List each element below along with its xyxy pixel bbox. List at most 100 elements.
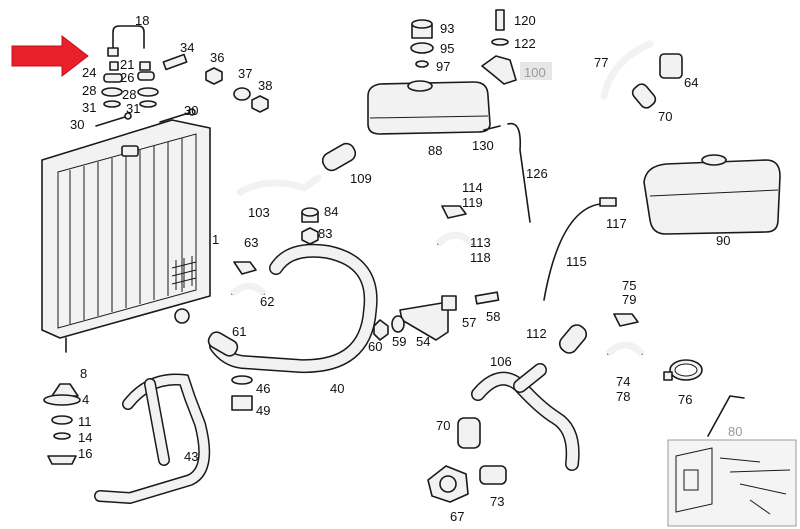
label-24: 24: [82, 65, 96, 80]
label-58: 58: [486, 309, 500, 324]
label-34: 34: [180, 40, 194, 55]
label-62: 62: [260, 294, 274, 309]
label-84: 84: [324, 204, 338, 219]
part-61-hose: [207, 331, 239, 357]
label-67: 67: [450, 509, 464, 524]
label-74: 74: [616, 374, 630, 389]
label-75: 75: [622, 278, 636, 293]
part-109-hose: [321, 142, 357, 172]
label-115: 115: [566, 254, 587, 269]
red-arrow-icon: [11, 34, 89, 78]
label-8: 8: [80, 366, 87, 381]
part-40-hose: [209, 243, 378, 374]
parts-34-38-fasteners: [162, 53, 269, 113]
parts-54-60-bracket: [373, 291, 500, 341]
label-114: 114: [462, 180, 483, 195]
label-49: 49: [256, 403, 270, 418]
parts-126-130-pipes: [483, 122, 531, 223]
part-106-hose: [471, 363, 580, 471]
label-103: 103: [248, 205, 270, 220]
label-4: 4: [82, 392, 89, 407]
label-119: 119: [462, 195, 483, 210]
parts-62-63-clamps: [229, 261, 267, 297]
label-21: 21: [120, 57, 134, 72]
label-63: 63: [244, 235, 258, 250]
label-79: 79: [622, 292, 636, 307]
label-109: 109: [350, 171, 372, 186]
label-73: 73: [490, 494, 504, 509]
label-120: 120: [514, 13, 536, 28]
label-118: 118: [470, 250, 491, 265]
label-97: 97: [436, 59, 450, 74]
part-76-clamp: [663, 359, 703, 381]
label-83: 83: [318, 226, 332, 241]
label-122: 122: [514, 36, 536, 51]
label-100: 100: [524, 65, 546, 80]
part-112-hose: [558, 324, 588, 354]
label-1: 1: [212, 232, 219, 247]
label-31-left: 31: [82, 100, 96, 115]
label-117: 117: [606, 216, 627, 231]
parts-115-117-pipe: [543, 197, 617, 301]
label-37: 37: [238, 66, 252, 81]
part-18-u-bolt: [107, 25, 145, 57]
label-90: 90: [716, 233, 730, 248]
inset-thumbnail-image[interactable]: [667, 395, 797, 527]
label-54: 54: [416, 334, 430, 349]
parts-93-97-caps: [410, 19, 434, 68]
label-64: 64: [684, 75, 698, 90]
label-28-right: 28: [122, 87, 136, 102]
part-103-hose: [236, 174, 322, 196]
label-43: 43: [184, 449, 198, 464]
label-38: 38: [258, 78, 272, 93]
label-59: 59: [392, 334, 406, 349]
label-76: 76: [678, 392, 692, 407]
label-16: 16: [78, 446, 92, 461]
label-106: 106: [490, 354, 512, 369]
label-60: 60: [368, 339, 382, 354]
parts-100-122: [481, 9, 517, 85]
part-1-radiator: [41, 119, 211, 353]
parts-74-79-clamps: [605, 313, 645, 357]
label-80: 80: [728, 424, 742, 439]
part-labels: 18 21 24 26 28 28 30 30 31 31 34 36 37 3…: [70, 13, 742, 524]
label-46: 46: [256, 381, 270, 396]
parts-67-73-lower: [427, 417, 507, 503]
label-31-right: 31: [126, 101, 140, 116]
label-26: 26: [120, 70, 134, 85]
label-57: 57: [462, 315, 476, 330]
parts-113-119-clamps: [435, 205, 475, 247]
parts-30-pins: [95, 108, 196, 127]
highlight-100: [520, 62, 552, 80]
parts-83-84-caps: [301, 207, 319, 245]
label-70-bottom: 70: [436, 418, 450, 433]
label-112: 112: [526, 326, 547, 341]
parts-21-31-stack: [101, 61, 159, 108]
label-93: 93: [440, 21, 454, 36]
label-77: 77: [594, 55, 608, 70]
parts-46-49: [231, 375, 253, 411]
label-88: 88: [428, 143, 442, 158]
label-130: 130: [472, 138, 494, 153]
label-11: 11: [78, 414, 92, 429]
part-88-reservoir: [367, 80, 491, 135]
label-36: 36: [210, 50, 224, 65]
label-30-left: 30: [70, 117, 84, 132]
part-43-pipe: [94, 373, 211, 505]
label-70-top: 70: [658, 109, 672, 124]
label-113: 113: [470, 235, 491, 250]
label-78: 78: [616, 389, 630, 404]
label-30-right: 30: [184, 103, 198, 118]
label-18: 18: [135, 13, 149, 28]
label-95: 95: [440, 41, 454, 56]
label-61: 61: [232, 324, 246, 339]
parts-64-77-top-right: [600, 40, 683, 109]
label-40: 40: [330, 381, 344, 396]
label-14: 14: [78, 430, 92, 445]
label-28-left: 28: [82, 83, 96, 98]
parts-4-16-mounts: [43, 383, 81, 465]
part-90-tank: [643, 154, 781, 235]
label-126: 126: [526, 166, 548, 181]
